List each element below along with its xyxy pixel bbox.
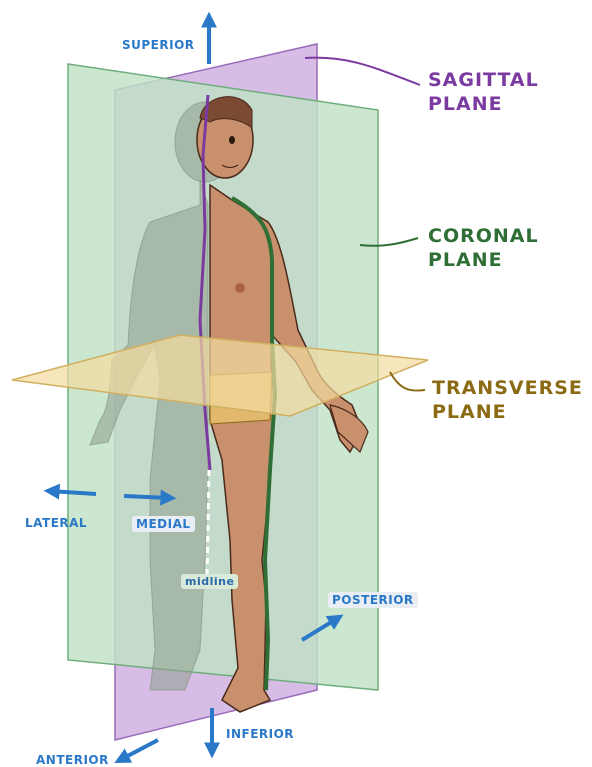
sagittal-leader-line bbox=[305, 58, 420, 85]
lateral-label: LATERAL bbox=[25, 516, 87, 530]
superior-label: SUPERIOR bbox=[122, 38, 195, 52]
medial-label: MEDIAL bbox=[132, 516, 195, 532]
sagittal-plane-label: SAGITTAL PLANE bbox=[428, 68, 539, 116]
posterior-label: POSTERIOR bbox=[328, 592, 418, 608]
coronal-plane-label: CORONAL PLANE bbox=[428, 224, 539, 272]
transverse-plane-label: TRANSVERSE PLANE bbox=[432, 376, 583, 424]
transverse-leader-line bbox=[390, 372, 425, 391]
anterior-label: ANTERIOR bbox=[36, 753, 109, 767]
midline-label: midline bbox=[181, 574, 238, 589]
arrow-right-icon bbox=[124, 496, 170, 498]
arrow-diagonal-down-icon bbox=[120, 740, 158, 760]
inferior-label: INFERIOR bbox=[226, 727, 294, 741]
